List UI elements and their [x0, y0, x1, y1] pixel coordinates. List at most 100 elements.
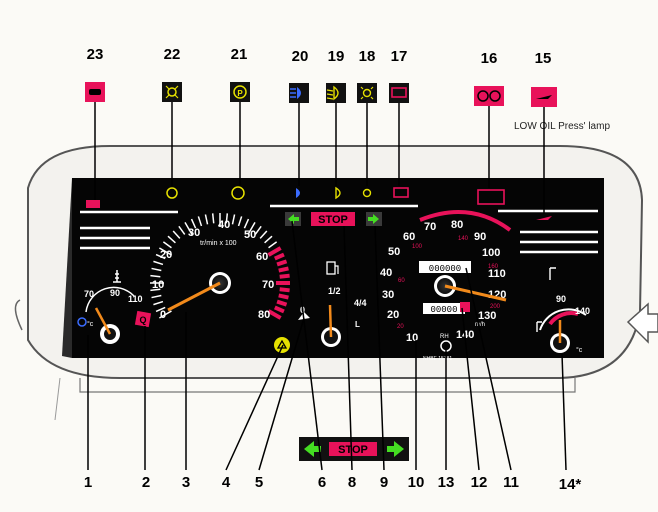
tacho-tick [279, 273, 290, 279]
brake-circuit-icon [474, 86, 504, 106]
tacho-needle [167, 281, 221, 312]
speedo-90: 90 [474, 231, 486, 243]
callout-6: 6 [318, 474, 326, 491]
odometer-value: 000000 [429, 264, 461, 274]
arrow-right-icon [387, 441, 404, 457]
speedo-60: 60 [403, 231, 415, 243]
callout-12: 12 [471, 474, 488, 491]
callout-18: 18 [359, 48, 376, 65]
tacho-tick [155, 306, 166, 313]
main-beam-icon [289, 83, 309, 103]
tacho-tick [150, 288, 161, 292]
tacho-tick [153, 300, 164, 306]
fuel-needle [328, 304, 333, 338]
callout-1: 1 [84, 474, 92, 491]
indicator-stop-panel: STOP [285, 212, 382, 226]
callout-19: 19 [328, 48, 345, 65]
tacho-label-10: 10 [152, 279, 164, 291]
temp-tick-70: 70 [84, 289, 94, 299]
callout-11: 11 [503, 474, 519, 491]
battery-icon [389, 83, 409, 103]
panel-stripes [80, 204, 598, 254]
tacho-label-20: 20 [160, 249, 172, 261]
tacho-tick [151, 294, 162, 299]
tacho-tick [278, 293, 289, 300]
speedo-inner-140: 140 [458, 236, 469, 242]
main-beam-lamp [296, 188, 300, 198]
oil-tick-90: 90 [556, 294, 566, 304]
tacho-tick [267, 246, 282, 257]
callout-5: 5 [255, 474, 263, 491]
sidelight-icon [162, 82, 182, 102]
callout-16: 16 [481, 50, 498, 67]
callout-8: 8 [348, 474, 356, 491]
tacho-tick [153, 260, 164, 266]
callout-2: 2 [142, 474, 150, 491]
speedo-110: 110 [488, 268, 506, 280]
sidelight-lamp [166, 187, 178, 199]
tacho-unit: tr/min x 100 [200, 240, 237, 247]
callout-22: 22 [164, 46, 181, 63]
fuel-gauge: 0 1/2 4/4 L [274, 261, 367, 353]
tachometer: 0 10 20 30 40 50 60 70 80 tr/min x 100 [150, 213, 290, 321]
stop-lamp [311, 212, 355, 226]
handbrake-lamp [231, 186, 245, 200]
callout-14: 14* [559, 476, 582, 493]
callout-20: 20 [292, 48, 309, 65]
callout-23: 23 [87, 46, 104, 63]
panel-lamps [86, 186, 552, 220]
speedo-unit: m/h [475, 322, 485, 328]
speedo-70: 70 [424, 221, 436, 233]
tacho-tick [268, 241, 278, 249]
hazard-icon [274, 337, 290, 353]
svg-text:P: P [237, 89, 243, 98]
svg-text:Q: Q [139, 315, 146, 325]
top-leader-lines [94, 102, 545, 214]
speedo-inner-60: 60 [398, 278, 405, 284]
tacho-tick [264, 235, 273, 244]
callout-4: 4 [222, 474, 231, 491]
tacho-tick [267, 309, 282, 320]
fuel-pump-icon [326, 261, 339, 275]
tacho-tick [197, 216, 203, 227]
fuel-label-l: L [355, 320, 360, 329]
speedo-20: 20 [387, 309, 399, 321]
oil-lamp [536, 216, 552, 220]
tacho-tick [237, 216, 243, 227]
speedo-100: 100 [482, 247, 500, 259]
arrow-left-icon [304, 441, 321, 457]
callout-17: 17 [391, 48, 408, 65]
speedo-40: 40 [380, 267, 392, 279]
tacho-tick [150, 274, 161, 278]
tacho-tick [159, 310, 172, 319]
brake-circuit-lamp [477, 189, 505, 205]
arrow-pointer-icon [626, 302, 658, 344]
tacho-label-0: 0 [160, 309, 166, 321]
callout-10: 10 [408, 474, 425, 491]
tacho-tick [155, 253, 166, 260]
low-oil-label: LOW OIL Press' lamp [514, 121, 610, 132]
speedo-10: 10 [406, 332, 418, 344]
callout-15: 15 [535, 50, 552, 67]
tacho-tick [178, 225, 186, 235]
fuel-label-half: 1/2 [328, 286, 341, 296]
speedometer: 10 20 30 40 50 60 70 80 90 100 110 120 1… [380, 210, 512, 362]
speedo-inner-160: 160 [488, 264, 499, 270]
speedo-30: 30 [382, 289, 394, 301]
callout-3: 3 [182, 474, 190, 491]
tacho-tick [278, 266, 289, 273]
sidelight-lamp-2 [362, 188, 372, 198]
speedo-80: 80 [451, 219, 463, 231]
dipped-beam-lamp [335, 186, 341, 200]
tacho-label-60: 60 [256, 251, 268, 263]
tacho-tick [190, 218, 197, 229]
battery-lamp [393, 187, 409, 198]
tacho-tick [231, 214, 236, 225]
temp-unit: °c [87, 320, 94, 328]
sidelight-icon [357, 83, 377, 103]
oil-temp-gauge: 90 140 °c [536, 267, 590, 354]
speedo-code: NHBE 15181 [423, 356, 452, 362]
tacho-tick [276, 259, 288, 267]
temp-tick-110: 110 [128, 294, 143, 304]
